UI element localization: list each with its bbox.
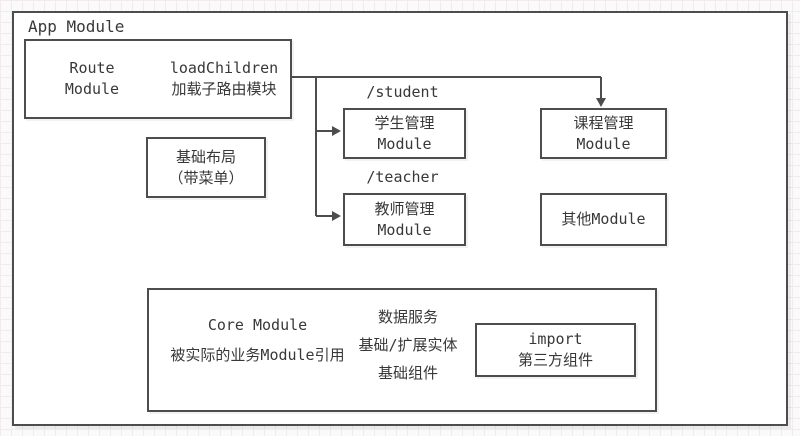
course-module-node: 课程管理 Module xyxy=(540,108,667,159)
other-module-node: 其他Module xyxy=(540,193,667,246)
student-module-node: 学生管理 Module xyxy=(343,108,466,159)
import-thirdparty-node: import 第三方组件 xyxy=(475,323,636,377)
core-module-title: Core Module xyxy=(207,316,308,334)
route-label-student: /student xyxy=(366,83,439,101)
route-module-name: Route Module xyxy=(64,59,120,98)
base-layout-node: 基础布局 （带菜单） xyxy=(146,137,266,198)
core-item-base-components: 基础组件 xyxy=(377,364,438,382)
teacher-module-node: 教师管理 Module xyxy=(343,193,466,246)
core-module-subtitle: 被实际的业务Module引用 xyxy=(170,346,345,364)
core-item-data-service: 数据服务 xyxy=(377,308,438,326)
app-module-label: App Module xyxy=(28,17,125,36)
core-module-items: 数据服务 基础/扩展实体 基础组件 xyxy=(345,303,471,387)
route-module-loadchildren: loadChildren 加载子路由模块 xyxy=(169,59,279,98)
route-label-teacher: /teacher xyxy=(366,168,439,186)
core-item-entities: 基础/扩展实体 xyxy=(358,336,458,354)
route-module-node: Route Module loadChildren 加载子路由模块 xyxy=(24,39,292,119)
